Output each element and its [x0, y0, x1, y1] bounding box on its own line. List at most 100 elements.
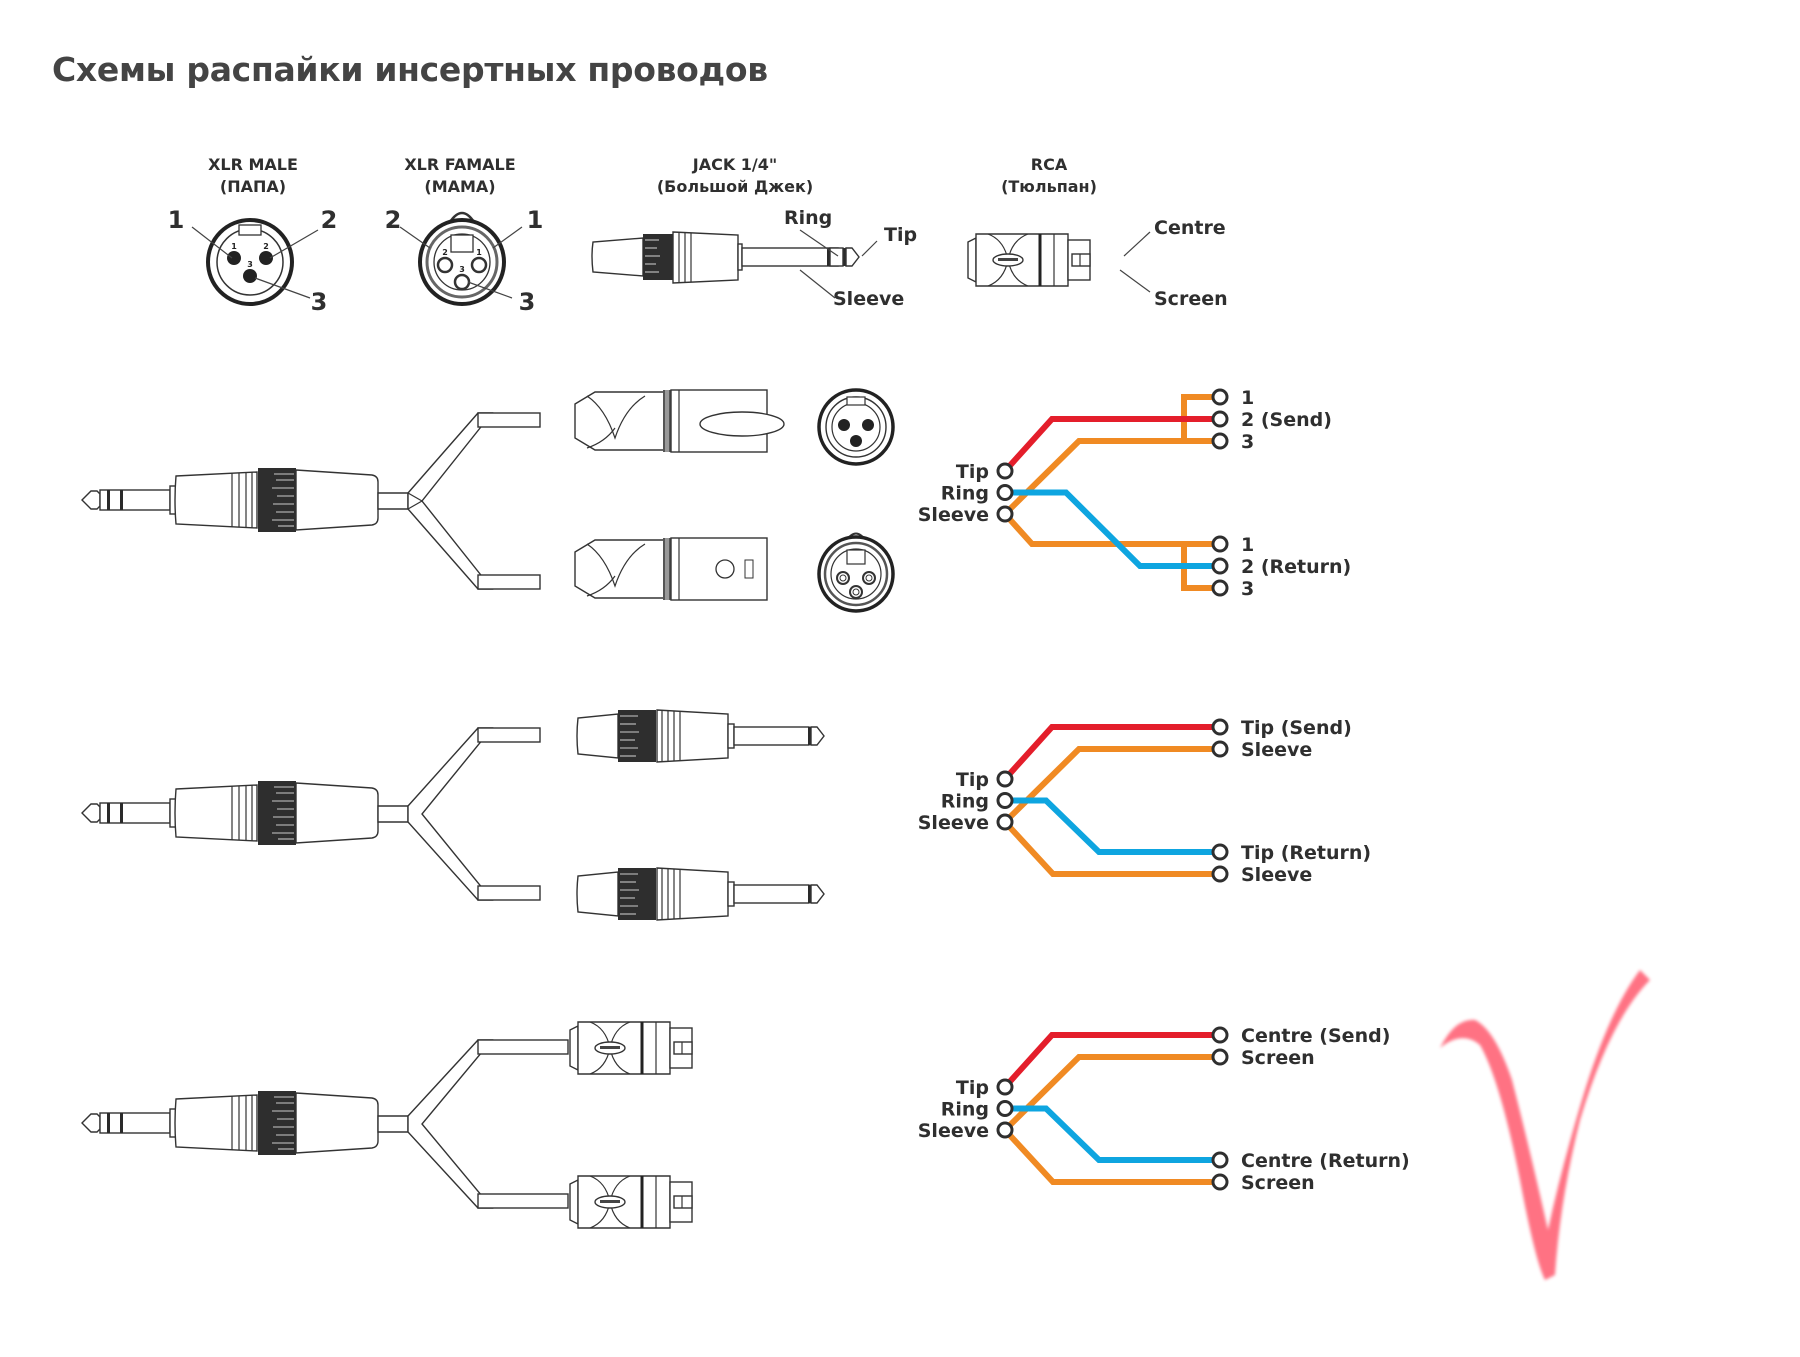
legend-xlr-female: XLR FAMALE (МАМА) 2 1 3 2 1 3 [385, 155, 544, 316]
rca-plug-icon [966, 232, 1092, 288]
target-label: 1 [1241, 534, 1254, 556]
wire-sleeve-send [1002, 438, 1184, 517]
xlr-male-icon: 1 2 3 [206, 218, 294, 306]
target-node [1211, 1173, 1229, 1191]
target-label: 2 (Return) [1241, 556, 1351, 578]
jack-plug-icon [591, 231, 860, 284]
source-node-ring [996, 484, 1014, 501]
target-label: Screen [1241, 1047, 1315, 1069]
wire-sleeve-send [1002, 1054, 1220, 1133]
source-node-tip [996, 770, 1014, 788]
cable-jack-to-rca [81, 1020, 694, 1230]
rca-title: RCA [1031, 155, 1068, 174]
cable-jack-to-jack [81, 709, 825, 921]
target-label: Tip (Return) [1241, 842, 1371, 864]
target-node [1211, 865, 1229, 883]
jack-ring-label: Ring [784, 207, 832, 229]
target-label: Screen [1241, 1172, 1315, 1194]
legend-xlr-male: XLR MALE (ПАПА) 1 2 3 1 2 3 [168, 155, 338, 316]
source-node-sleeve [996, 1121, 1014, 1139]
wire-sleeve-send [1002, 746, 1220, 825]
svg-text:3: 3 [459, 265, 465, 274]
xlr-female-pin-3: 3 [519, 288, 536, 316]
source-label-tip: Tip [956, 769, 989, 791]
source-label-sleeve: Sleeve [918, 504, 989, 526]
wire-ring-return [1005, 797, 1220, 855]
source-label-tip: Tip [956, 461, 989, 483]
source-label-ring: Ring [941, 1099, 989, 1121]
xlr-female-face-icon [817, 531, 895, 613]
source-label-tip: Tip [956, 1077, 989, 1099]
legend-jack: JACK 1/4" (Большой Джек) Ring Tip Sleeve [591, 155, 917, 310]
svg-text:2: 2 [442, 248, 448, 257]
target-label: Centre (Send) [1241, 1025, 1390, 1047]
target-label: Tip (Send) [1241, 717, 1352, 739]
rca-screen-label: Screen [1154, 288, 1228, 310]
target-node [1211, 1048, 1229, 1066]
target-label: Sleeve [1241, 739, 1312, 761]
xlr-female-icon: 2 1 3 [418, 211, 506, 306]
source-node-ring [996, 1100, 1014, 1117]
source-node-tip [996, 1078, 1014, 1096]
target-node [1211, 432, 1229, 450]
target-label: 3 [1241, 578, 1254, 600]
xlr-male-pin-2: 2 [321, 206, 338, 234]
jack-title: JACK 1/4" [692, 155, 778, 174]
svg-text:2: 2 [263, 242, 269, 251]
wire-tip-send [1002, 416, 1220, 474]
target-node [1211, 579, 1229, 597]
jack-sleeve-label: Sleeve [833, 288, 904, 310]
wire-sleeve-return [1002, 511, 1184, 547]
xlr-female-pin-1: 1 [527, 206, 544, 234]
wire-ring-return [1005, 489, 1220, 569]
wire-tip-send [1002, 724, 1220, 782]
target-node [1211, 557, 1229, 575]
xlr-female-subtitle: (МАМА) [424, 177, 495, 196]
target-label: Sleeve [1241, 864, 1312, 886]
source-label-sleeve: Sleeve [918, 812, 989, 834]
source-label-ring: Ring [941, 483, 989, 505]
source-node-tip [996, 462, 1014, 480]
target-label: 2 (Send) [1241, 409, 1332, 431]
xlr-male-pin-1: 1 [168, 206, 185, 234]
target-node [1211, 388, 1229, 406]
target-label: 1 [1241, 387, 1254, 409]
target-node [1211, 1151, 1229, 1169]
svg-text:3: 3 [247, 260, 253, 269]
target-node [1211, 740, 1229, 758]
target-node [1211, 1026, 1229, 1044]
target-label: Centre (Return) [1241, 1150, 1410, 1172]
target-label: 3 [1241, 431, 1254, 453]
source-node-ring [996, 792, 1014, 809]
target-node [1211, 410, 1229, 428]
cable-jack-to-xlr [81, 388, 895, 613]
target-node [1211, 718, 1229, 736]
source-node-sleeve [996, 505, 1014, 523]
svg-text:1: 1 [476, 248, 482, 257]
rca-centre-label: Centre [1154, 217, 1226, 239]
source-label-sleeve: Sleeve [918, 1120, 989, 1142]
wire-ring-return [1005, 1105, 1220, 1163]
target-node [1211, 535, 1229, 553]
xlr-male-face-icon [817, 388, 895, 466]
jack-subtitle: (Большой Джек) [657, 177, 813, 196]
wire-tip-send [1002, 1032, 1220, 1090]
xlr-male-title: XLR MALE [208, 155, 298, 174]
svg-text:1: 1 [231, 242, 237, 251]
legend-rca: RCA (Тюльпан) Centre Screen [966, 155, 1228, 310]
xlr-female-pin-2: 2 [385, 206, 402, 234]
xlr-female-title: XLR FAMALE [404, 155, 515, 174]
xlr-male-subtitle: (ПАПА) [220, 177, 286, 196]
jack-tip-label: Tip [884, 224, 917, 246]
wire-sleeve-return [1002, 1127, 1220, 1185]
source-label-ring: Ring [941, 791, 989, 813]
xlr-male-pin-3: 3 [311, 288, 328, 316]
rca-subtitle: (Тюльпан) [1001, 177, 1097, 196]
page-title: Схемы распайки инсертных проводов [52, 50, 768, 89]
target-node [1211, 843, 1229, 861]
